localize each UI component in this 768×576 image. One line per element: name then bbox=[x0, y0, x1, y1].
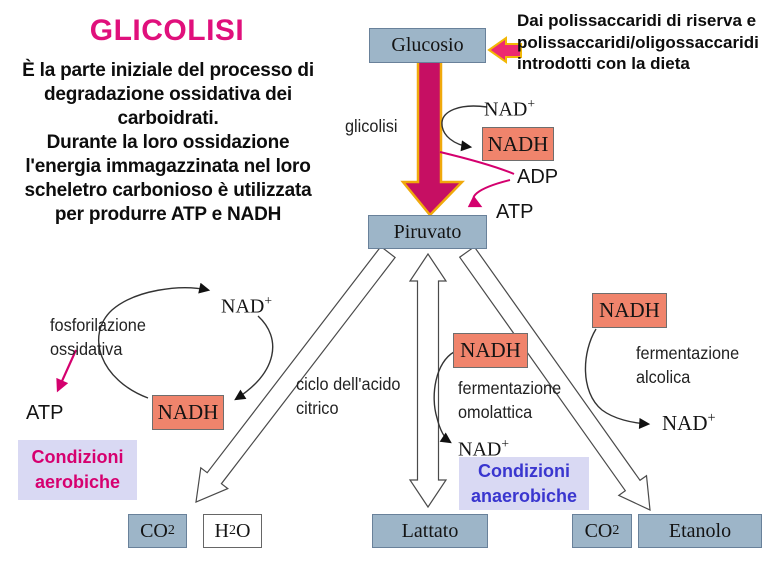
note-line: Dai polissaccaridi di riserva e bbox=[517, 11, 757, 30]
pyruvate-box: Piruvato bbox=[368, 215, 487, 249]
glycolysis-label: glicolisi bbox=[345, 116, 398, 136]
intro-line: carboidrati. bbox=[117, 108, 219, 129]
curve-nad-to-nadh bbox=[441, 105, 488, 152]
curve-alcoholic-nadh-to-nad bbox=[584, 328, 651, 429]
intro-line: degradazione ossidativa dei bbox=[43, 84, 292, 105]
homolactic-fermentation-label: fermentazione omolattica bbox=[458, 378, 562, 422]
anaerobic-conditions-badge: Condizioni anaerobiche bbox=[459, 457, 589, 510]
intro-line: Durante la loro ossidazione bbox=[46, 132, 290, 153]
note-line: polissaccaridi/oligossaccaridi bbox=[517, 32, 759, 52]
diet-source-note: Dai polissaccaridi di riserva e polissac… bbox=[517, 10, 767, 75]
nad-plus-label-aerobic: NAD+ bbox=[221, 293, 273, 318]
page-title: GLICOLISI bbox=[89, 14, 245, 47]
nad-base: NAD bbox=[484, 98, 528, 121]
curve-homolactic-nadh-to-nad bbox=[433, 351, 455, 444]
arrow-pyruvate-to-co2-h2o bbox=[195, 245, 396, 503]
nadh-box-glycolysis: NADH bbox=[482, 127, 554, 161]
curve-arrow-to-adp bbox=[439, 151, 515, 175]
oxidative-phosphorylation-label: fosforilazione ossidativa bbox=[50, 315, 146, 359]
nad-plus-label-homolactic: NAD+ bbox=[458, 436, 510, 461]
atp-label-aerobic: ATP bbox=[26, 402, 64, 424]
arrow-glucose-to-pyruvate bbox=[400, 57, 465, 217]
atp-label-glycolysis: ATP bbox=[496, 201, 534, 223]
intro-line: È la parte iniziale del processo di bbox=[22, 60, 314, 81]
nadh-box-aerobic: NADH bbox=[152, 395, 224, 430]
arrow-diet-to-glucose bbox=[487, 36, 522, 64]
intro-text: È la parte iniziale del processo di degr… bbox=[2, 59, 334, 227]
nadh-box-homolactic: NADH bbox=[453, 333, 528, 368]
intro-line: l'energia immagazzinata nel loro bbox=[25, 156, 311, 177]
nad-plus-label-alcoholic: NAD+ bbox=[662, 410, 716, 435]
intro-line: per produrre ATP e NADH bbox=[54, 204, 282, 225]
ethanol-box: Etanolo bbox=[638, 514, 762, 548]
aerobic-conditions-badge: Condizioni aerobiche bbox=[18, 440, 137, 500]
arrow-pyruvate-to-ethanol bbox=[458, 245, 651, 511]
lactate-box: Lattato bbox=[372, 514, 488, 548]
curve-adp-to-atp bbox=[467, 179, 511, 208]
cycle-nadh-to-nad bbox=[97, 282, 211, 399]
nad-sup: + bbox=[527, 96, 536, 111]
nadh-box-alcoholic: NADH bbox=[592, 293, 667, 328]
alcoholic-fermentation-label: fermentazione alcolica bbox=[636, 343, 740, 387]
note-line: introdotti con la dieta bbox=[517, 54, 690, 73]
intro-line: scheletro carbonioso è utilizzata bbox=[24, 180, 312, 201]
cycle-nad-to-nadh bbox=[234, 315, 274, 401]
arrow-pyruvate-lactate-double bbox=[408, 252, 448, 509]
nad-plus-label-glycolysis: NAD+ bbox=[484, 96, 535, 122]
glucose-box: Glucosio bbox=[369, 28, 486, 63]
adp-label: ADP bbox=[517, 166, 559, 188]
citric-acid-cycle-label: ciclo dell'acido citrico bbox=[296, 374, 401, 418]
arrow-oxphos-to-atp bbox=[56, 349, 78, 393]
